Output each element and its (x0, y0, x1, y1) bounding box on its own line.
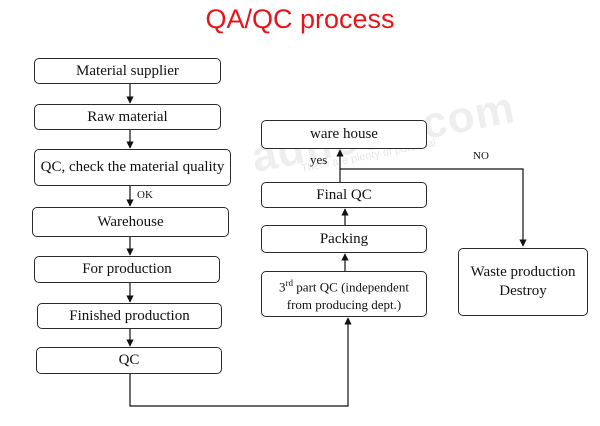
arrow-qc-to-third-part (129, 317, 352, 407)
node-third-part-qc: 3rd part QC (independent from producing … (261, 271, 427, 317)
node-label-prefix: 3 (279, 279, 286, 295)
edge-label-yes: yes (310, 152, 328, 167)
node-waste-production: Waste production Destroy (458, 248, 588, 316)
node-final-qc: Final QC (261, 182, 427, 208)
node-label: Packing (319, 230, 369, 247)
node-label: For production (82, 261, 172, 277)
node-label-line2: from producing dept.) (286, 296, 402, 312)
node-packing: Packing (261, 225, 427, 253)
node-finished-production: Finished production (37, 303, 222, 329)
node-label: QC, check the material quality (40, 159, 225, 175)
node-label: Warehouse (97, 213, 164, 230)
arrow-final-to-waste (340, 168, 527, 247)
node-label-line1: part QC (independent (293, 279, 409, 295)
edge-label-no: NO (473, 150, 489, 162)
node-label-line2: Destroy (499, 283, 547, 299)
node-for-production: For production (34, 256, 220, 283)
node-label: Waste production Destroy (470, 263, 575, 301)
edge-label-ok: OK (137, 189, 153, 201)
node-qc: QC (36, 347, 222, 374)
node-warehouse: Warehouse (32, 207, 229, 237)
node-label: 3rd part QC (independent from producing … (279, 275, 409, 312)
node-label: Final QC (316, 186, 372, 203)
node-label: Finished production (69, 307, 190, 324)
node-raw-material: Raw material (34, 104, 221, 130)
node-qc-check-material: QC, check the material quality (34, 149, 231, 186)
node-label-sup: rd (285, 278, 294, 289)
node-label: Material supplier (76, 62, 179, 79)
node-label: QC (118, 352, 140, 368)
node-ware-house: ware house (261, 120, 427, 149)
diagram-title: QA/QC process (205, 4, 395, 34)
node-label: ware house (310, 126, 378, 142)
node-label: Raw material (87, 108, 168, 125)
node-label-line1: Waste production (470, 264, 576, 280)
node-material-supplier: Material supplier (34, 58, 221, 84)
